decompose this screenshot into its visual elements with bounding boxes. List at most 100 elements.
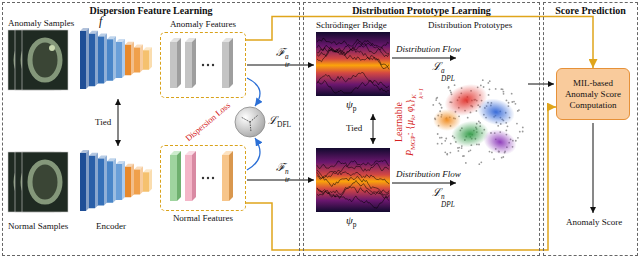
label-text: ℱ [276,161,285,173]
label-text: Anomaly Samples [8,18,74,28]
encoder-layers [131,164,134,198]
label-text: DFL [277,120,291,129]
sample-scatter [458,147,460,149]
sample-scatter [432,79,523,165]
encoder-layers [95,153,98,209]
encoder-layers [86,28,89,89]
encoder-layers [116,39,125,42]
encoder-layers [116,42,122,78]
sample-scatter [519,131,521,133]
label-text: Anomaly Score [566,217,622,227]
sample-scatter [468,150,470,152]
label-group: ψp [346,214,357,231]
label-text: tr [285,62,290,69]
label-text: p [353,220,357,229]
label-group: Distribution Flow [396,169,461,180]
encoder-layers [149,169,152,192]
label-group: Dispersion Loss [183,100,232,144]
sample-scatter [482,79,484,81]
encoder-layers [149,47,152,70]
label-group: Distribution Flow [396,44,461,55]
bridge-trajectories [317,172,389,184]
bridge-trajectories [317,39,389,57]
sample-scatter [441,143,443,145]
sample-scatter [445,138,447,140]
label-text: n [285,169,290,176]
encoder-layers [140,167,143,195]
sample-scatter [511,93,513,95]
panel-heading: Score Prediction [544,3,637,17]
bridge-trajectories [317,187,389,199]
sample-scatter [448,86,450,88]
sample-scatter [522,127,524,129]
encoder-layers [107,39,113,81]
bridge-trajectories [317,180,389,198]
normal-feature-maps [229,151,233,201]
encoder-layers [134,170,140,195]
gaussian-prototypes [433,109,461,131]
stage-panel: Distribution Prototype Learning [303,2,540,256]
math-stack: Kk=1 [411,88,424,99]
encoder-layers [107,161,113,203]
label-group: ℱatr [276,46,290,69]
sample-scatter [461,147,463,149]
label-text: ψ [346,214,353,226]
normal-feature-maps [185,155,192,201]
feature-box: Anomaly Features [160,32,246,98]
label-text: φ [404,107,415,113]
anomaly-feature-maps [170,38,233,88]
anomaly-feature-maps [170,42,177,88]
label-text: k [409,117,416,120]
dispersion-arrow [247,138,260,170]
label-text: a [285,54,290,61]
sample-scatter [493,158,495,160]
label-text: k=1 [417,88,424,99]
sample-scatter [489,80,491,82]
sample-scatter [503,93,505,95]
math-stack: atr [285,54,290,69]
feature-connector [246,107,556,250]
encoder-layers [143,47,152,50]
sample-scatter [449,152,451,154]
label-text: f [99,14,102,28]
label-group: Schrödinger Bridge [316,20,387,31]
score-output-arrow [593,123,594,213]
sample-scatter [522,131,524,133]
tied-arrow [373,114,374,144]
encoder-layers [113,36,116,81]
label-group: Anomaly Score [566,217,622,228]
label-text: a [441,68,455,75]
bridge-trajectories [317,160,389,178]
label-text: ℒ [432,60,441,72]
anomaly-feature-maps [212,64,214,66]
sample-scatter [467,117,469,119]
feature-connector [246,17,593,69]
anomaly-feature-maps [222,42,229,88]
encoder-layers [107,158,116,161]
bridge-heatmap [316,32,390,96]
sample-scatter [438,102,440,104]
label-text: , [404,112,415,117]
sample-scatter [489,88,491,90]
encoder-layers [104,34,107,84]
encoder-layers [98,159,104,206]
sample-scatter [457,150,459,152]
encoder-layers [125,167,131,198]
encoder-layers [143,50,149,70]
anomaly-feature-maps [185,42,192,88]
dispersion-sphere [235,107,265,137]
sample-scatter [448,87,450,89]
flow-arrow [392,58,456,59]
anomaly-sample-images [22,30,68,90]
encoder-layers [134,48,140,73]
sample-scatter [454,84,456,86]
gaussian-prototypes [480,125,520,159]
encoder-layers [80,31,86,89]
label-text: Distribution Flow [396,44,461,54]
sample-scatter [480,161,482,163]
anomaly-feature-maps [229,38,233,88]
label-text: μ [404,120,415,125]
